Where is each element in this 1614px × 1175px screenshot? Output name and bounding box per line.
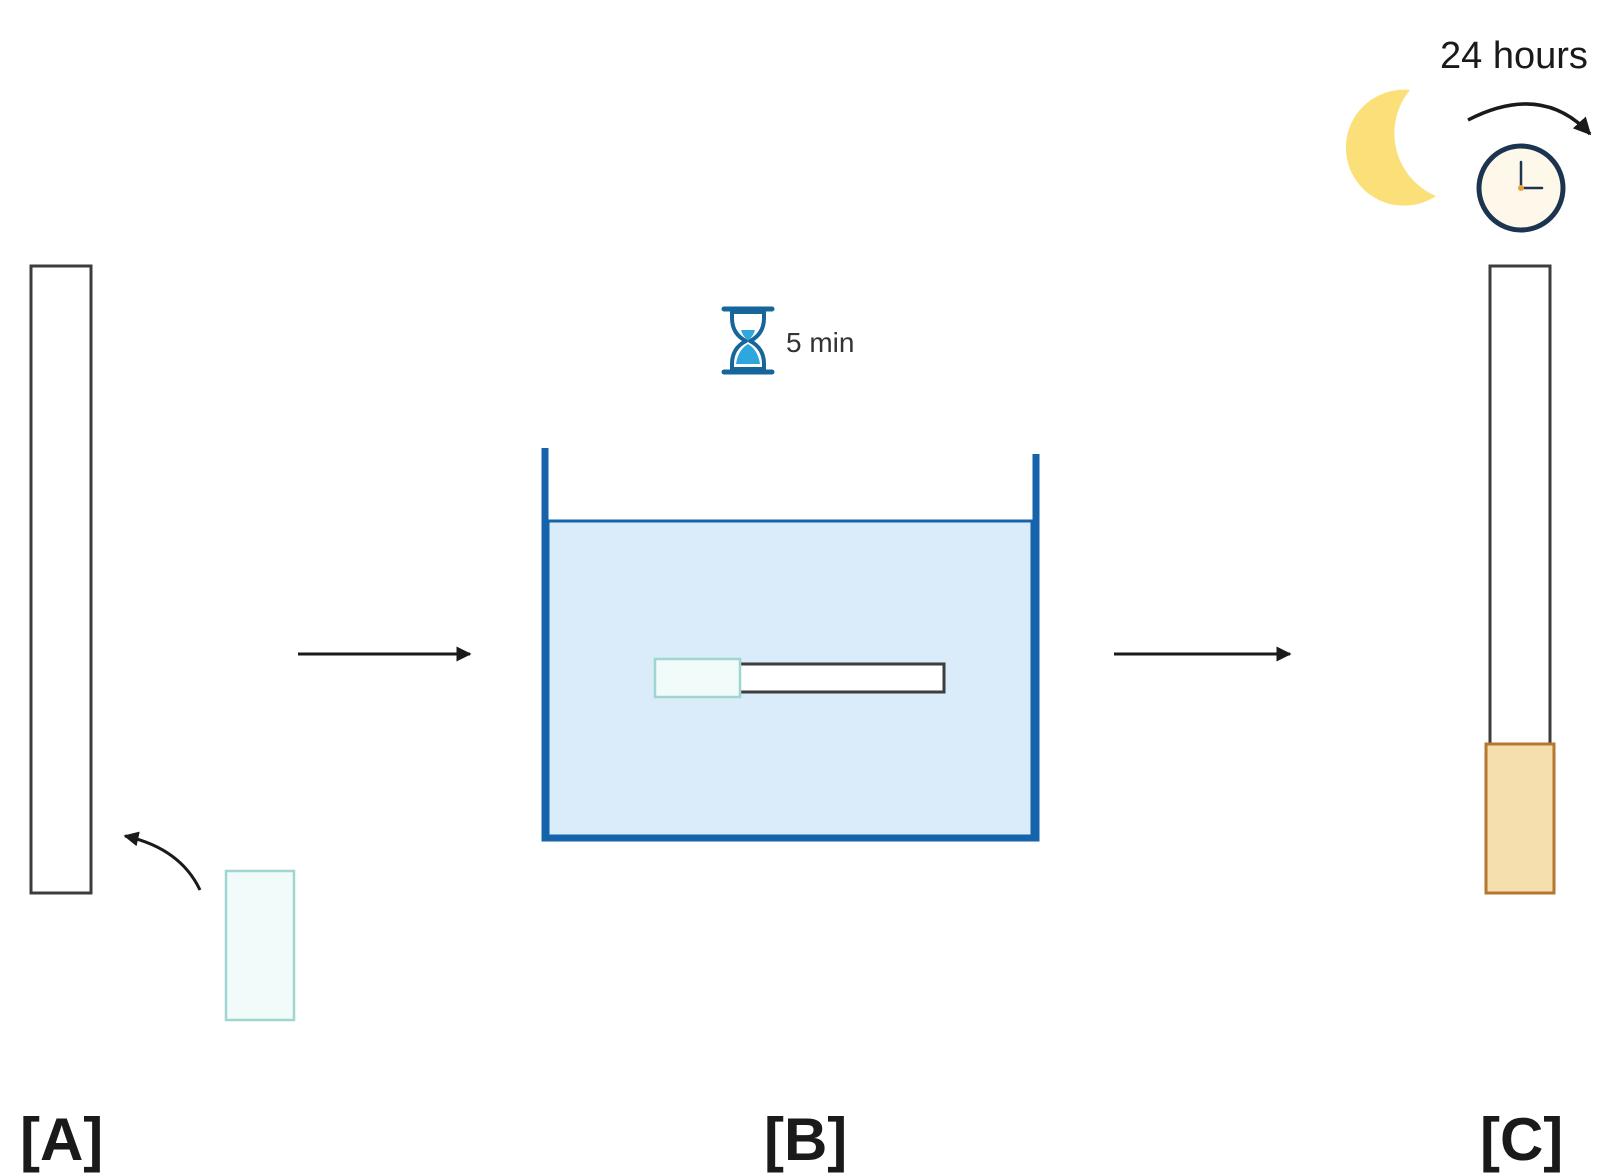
bath-container xyxy=(541,448,1040,842)
panel-a: [A] xyxy=(20,264,296,1173)
panel-a-label: [A] xyxy=(20,1106,103,1173)
moon-icon xyxy=(1345,89,1436,206)
time-arrow xyxy=(1467,102,1592,136)
immersed-pad xyxy=(653,657,742,699)
attach-arrow xyxy=(123,831,202,891)
drying-time-label: 24 hours xyxy=(1440,35,1588,77)
sample-pad xyxy=(224,869,296,1022)
clock-icon xyxy=(1476,143,1566,233)
stained-pad xyxy=(1484,742,1556,895)
timer-label: 5 min xyxy=(786,327,854,358)
panel-b-label: [B] xyxy=(764,1106,847,1173)
panel-b: 5 min [B] xyxy=(541,306,1040,1173)
panel-c: 24 hours [C] xyxy=(1345,35,1592,1173)
tall-strip-a xyxy=(29,264,93,895)
immersed-strip xyxy=(735,662,946,694)
panel-c-label: [C] xyxy=(1480,1106,1563,1173)
hourglass-icon xyxy=(721,306,775,375)
